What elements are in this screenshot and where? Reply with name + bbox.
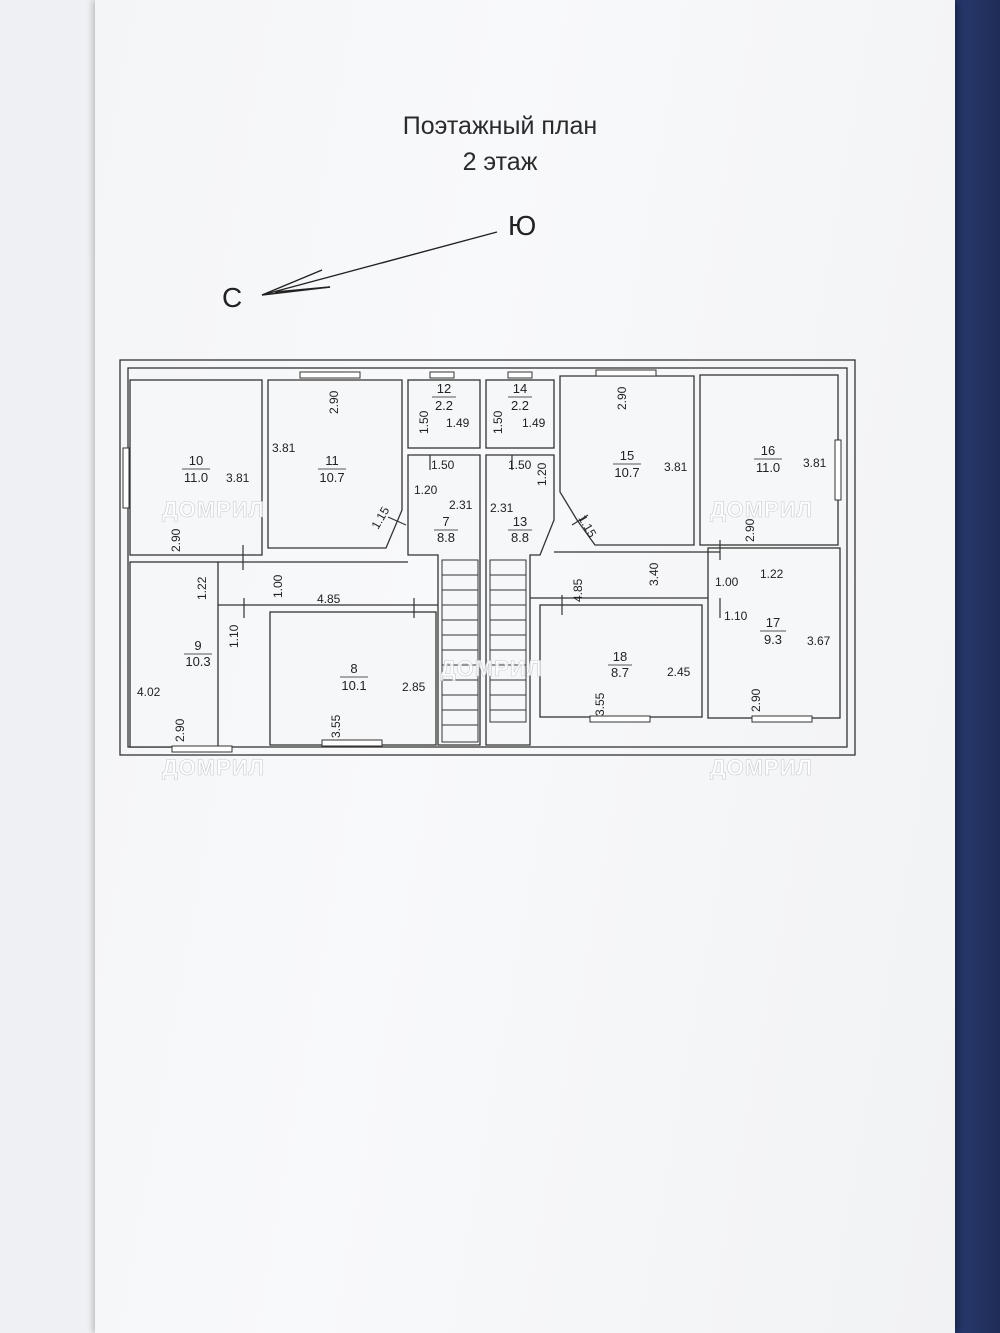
- room-10-area: 11.0: [184, 470, 208, 485]
- room-7-area: 8.8: [437, 530, 455, 545]
- room-labels: 10 11.0 11 10.7 12 2.2 14 2.2 15 10.7 16…: [182, 381, 786, 693]
- plan-title: Поэтажный план: [402, 112, 598, 140]
- watermark-text: ДОМРИЛ: [710, 497, 813, 522]
- dim-label: 2.90: [743, 518, 757, 542]
- dim-label: 1.10: [724, 609, 748, 623]
- dim-label: 2.31: [490, 501, 514, 515]
- room-18-number: 18: [613, 649, 627, 664]
- dim-label: 1.20: [414, 483, 438, 497]
- corridor-walls: [218, 551, 720, 606]
- room-7-number: 7: [442, 514, 449, 529]
- room-10-number: 10: [189, 453, 203, 468]
- room-17-area: 9.3: [764, 632, 782, 647]
- dim-label: 1.10: [227, 624, 241, 648]
- room-9-area: 10.3: [185, 654, 210, 669]
- dim-label: 4.85: [317, 592, 341, 606]
- dim-label: 1.50: [417, 410, 431, 434]
- dim-label: 2.31: [449, 498, 473, 512]
- dim-label: 1.00: [271, 574, 285, 598]
- dim-label: 3.55: [329, 714, 343, 738]
- room-10: [129, 379, 263, 556]
- room-8: [269, 611, 437, 746]
- room-11: [267, 379, 403, 549]
- dim-label: 1.50: [491, 410, 505, 434]
- room-7: [407, 454, 481, 746]
- dim-label: 1.22: [195, 576, 209, 600]
- dim-label: 2.45: [667, 665, 691, 679]
- room-14: [485, 379, 555, 449]
- dim-label: 1.22: [760, 567, 784, 581]
- dim-label: 2.90: [615, 386, 629, 410]
- room-15-area: 10.7: [614, 465, 639, 480]
- room-9: [129, 561, 219, 748]
- watermark-text: ДОМРИЛ: [440, 656, 543, 681]
- north-label: С: [222, 282, 243, 313]
- dim-label: 1.50: [431, 458, 455, 472]
- dim-label: 3.40: [647, 562, 661, 586]
- room-14-number: 14: [513, 381, 527, 396]
- room-15: [559, 375, 695, 546]
- dim-label: 3.67: [807, 634, 831, 648]
- dim-label: 2.85: [402, 680, 426, 694]
- dim-label: 3.81: [803, 456, 827, 470]
- dim-label: 1.49: [522, 416, 546, 430]
- room-16-number: 16: [761, 443, 775, 458]
- room-14-area: 2.2: [511, 398, 529, 413]
- room-8-area: 10.1: [341, 678, 366, 693]
- floor-label: 2 этаж: [462, 148, 538, 176]
- dim-label: 4.85: [571, 578, 585, 602]
- windows: [122, 369, 842, 753]
- room-13-area: 8.8: [511, 530, 529, 545]
- dim-label: 1.49: [446, 416, 470, 430]
- room-8-number: 8: [350, 661, 357, 676]
- dim-label: 3.81: [272, 441, 296, 455]
- room-18: [539, 604, 703, 718]
- room-13-number: 13: [513, 514, 527, 529]
- stairs-icon: [441, 559, 527, 743]
- room-16-area: 11.0: [756, 460, 780, 475]
- dim-label: 1.00: [715, 575, 739, 589]
- room-12-number: 12: [437, 381, 451, 396]
- room-11-area: 10.7: [319, 470, 344, 485]
- dimension-labels: 2.90 3.81 3.81 2.90 1.50 1.49 1.50 1.49 …: [137, 386, 831, 742]
- dim-label: 1.50: [508, 458, 532, 472]
- dim-label: 1.20: [535, 462, 549, 486]
- room-17-number: 17: [766, 615, 780, 630]
- dim-label: 3.55: [593, 692, 607, 716]
- watermark-text: ДОМРИЛ: [162, 755, 265, 780]
- watermark-text: ДОМРИЛ: [710, 755, 813, 780]
- room-12: [407, 379, 481, 449]
- room-16: [699, 374, 839, 546]
- dim-label: 4.02: [137, 685, 161, 699]
- room-13: [485, 454, 555, 746]
- door-marks: [242, 455, 721, 618]
- south-label: Ю: [508, 210, 537, 241]
- watermark-text: ДОМРИЛ: [162, 497, 265, 522]
- dim-label: 2.90: [173, 718, 187, 742]
- dim-label: 3.81: [226, 471, 250, 485]
- dim-label: 2.90: [169, 528, 183, 552]
- outer-walls: [119, 359, 856, 756]
- room-15-number: 15: [620, 448, 634, 463]
- compass-arrow-icon: [261, 231, 498, 296]
- room-18-area: 8.7: [611, 665, 629, 680]
- dim-label: 3.81: [664, 460, 688, 474]
- room-9-number: 9: [194, 638, 201, 653]
- dim-label: 2.90: [327, 390, 341, 414]
- watermarks: ДОМРИЛ ДОМРИЛ ДОМРИЛ ДОМРИЛ ДОМРИЛ: [162, 497, 813, 781]
- room-12-area: 2.2: [435, 398, 453, 413]
- room-11-number: 11: [325, 453, 339, 468]
- dim-label: 2.90: [749, 688, 763, 712]
